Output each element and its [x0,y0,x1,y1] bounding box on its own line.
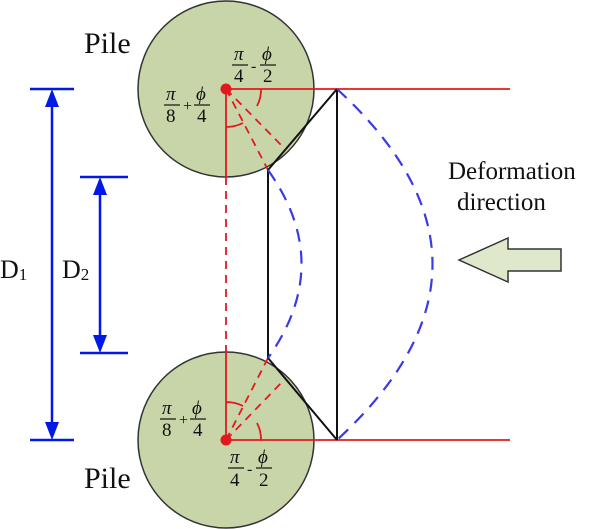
large-soil-arch [336,88,434,441]
failure-rays [225,88,285,441]
fraction-denominator: 4 [230,470,240,491]
angle-formula-top-right: π 4 - ϕ 2 [232,44,276,87]
soil-wedge [267,88,338,441]
d2-dimension [80,175,128,355]
fraction-numerator: π [162,398,172,419]
operator: + [183,98,192,115]
d2-label: D2 [62,255,89,284]
fraction-denominator: 2 [259,470,269,491]
pile-bottom-center [220,434,232,446]
angle-formula-bottom-right: π 4 - ϕ 2 [228,447,272,491]
angle-formula-top-left: π 8 + ϕ 4 [164,84,210,127]
operator: - [247,461,252,478]
fraction-numerator: ϕ [192,398,202,419]
deformation-label-line1: Deformation [448,158,576,185]
operator: - [251,58,256,75]
small-soil-arch [267,169,303,359]
fraction-denominator: 8 [162,420,172,441]
fraction-denominator: 4 [197,106,207,127]
d1-dimension [30,87,74,442]
fraction-numerator: π [234,44,244,65]
fraction-numerator: ϕ [196,84,206,105]
d1-label: D1 [0,255,27,284]
angle-formula-bottom-left: π 8 + ϕ 4 [160,398,206,441]
fraction-numerator: π [230,447,240,468]
fraction-numerator: ϕ [258,447,268,468]
fraction-denominator: 4 [234,66,244,87]
pile-bottom-label: Pile [84,462,131,495]
operator: + [179,412,188,429]
fraction-denominator: 2 [263,66,273,87]
fraction-denominator: 4 [193,420,203,441]
fraction-denominator: 8 [166,106,176,127]
deformation-arrow [457,236,562,284]
angle-arcs [225,88,262,441]
pile-top-center [220,83,232,95]
fraction-numerator: π [166,84,176,105]
deformation-label-line2: direction [457,189,546,216]
pile-top-label: Pile [84,27,131,60]
fraction-numerator: ϕ [262,44,272,65]
